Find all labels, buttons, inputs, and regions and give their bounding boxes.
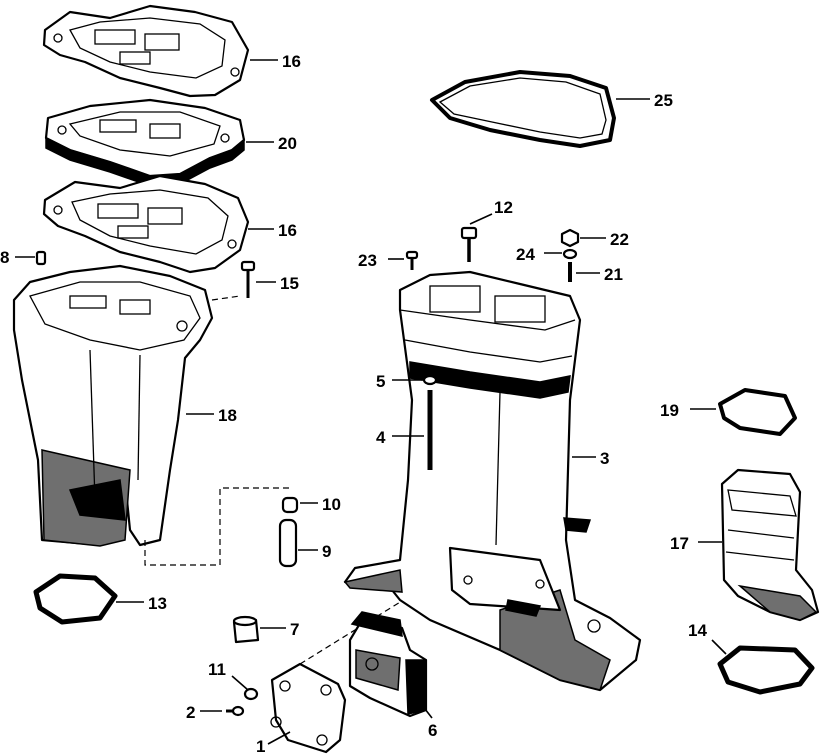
callout-6: 6 <box>428 721 437 740</box>
callout-16-top: 16 <box>282 52 301 71</box>
part-16-gasket-lower[interactable] <box>42 174 250 274</box>
callout-labels: 16 20 16 8 15 18 10 9 13 7 11 2 1 6 5 4 … <box>0 52 707 756</box>
part-9-tube[interactable] <box>278 518 298 568</box>
part-13-gasket[interactable] <box>33 573 118 625</box>
callout-12: 12 <box>494 198 513 217</box>
callout-2: 2 <box>186 703 195 722</box>
callout-7: 7 <box>290 620 299 639</box>
part-10-grommet[interactable] <box>281 496 299 514</box>
part-17-exhaust-duct[interactable] <box>720 468 820 622</box>
part-25-seal-ring[interactable] <box>430 70 616 148</box>
callout-19: 19 <box>660 401 679 420</box>
part-15-screw[interactable] <box>240 260 256 298</box>
part-1-cover-plate[interactable] <box>270 564 461 754</box>
part-16-gasket-top[interactable] <box>42 4 250 98</box>
part-11-washer[interactable] <box>243 687 259 701</box>
callout-8: 8 <box>0 248 9 267</box>
callout-21: 21 <box>604 265 623 284</box>
callout-14: 14 <box>688 621 707 640</box>
part-23-screw[interactable] <box>405 250 419 270</box>
callout-10: 10 <box>322 495 341 514</box>
callout-24: 24 <box>516 245 535 264</box>
callout-16-lower: 16 <box>278 221 297 240</box>
hose-route-dashed <box>144 295 290 566</box>
callout-13: 13 <box>148 594 167 613</box>
callout-25: 25 <box>654 91 673 110</box>
callout-23: 23 <box>358 251 377 270</box>
callout-11: 11 <box>208 660 226 679</box>
callout-9: 9 <box>322 542 331 561</box>
callout-3: 3 <box>600 449 609 468</box>
part-20-adapter-plate[interactable] <box>44 98 246 187</box>
part-24-washer[interactable] <box>562 248 578 260</box>
callout-18: 18 <box>218 406 237 425</box>
part-14-gasket[interactable] <box>717 645 815 695</box>
part-8-dowel-pin[interactable] <box>35 250 47 266</box>
part-6-mount[interactable] <box>348 611 428 718</box>
part-19-gasket[interactable] <box>718 388 797 436</box>
callout-20: 20 <box>278 134 297 153</box>
part-22-nut[interactable] <box>560 228 580 248</box>
part-18-exhaust-housing[interactable] <box>12 264 214 547</box>
callout-1: 1 <box>256 737 265 756</box>
part-7-plug[interactable] <box>232 615 260 644</box>
part-5-washer[interactable] <box>422 374 438 386</box>
callout-5: 5 <box>376 372 385 391</box>
part-12-bolt[interactable] <box>460 226 478 262</box>
leader-lines <box>15 59 727 745</box>
callout-22: 22 <box>610 230 629 249</box>
part-2-screw[interactable] <box>226 705 245 717</box>
part-3-driveshaft-housing[interactable] <box>343 270 642 692</box>
callout-17: 17 <box>670 534 689 553</box>
callout-15: 15 <box>280 274 299 293</box>
callout-4: 4 <box>376 428 386 447</box>
